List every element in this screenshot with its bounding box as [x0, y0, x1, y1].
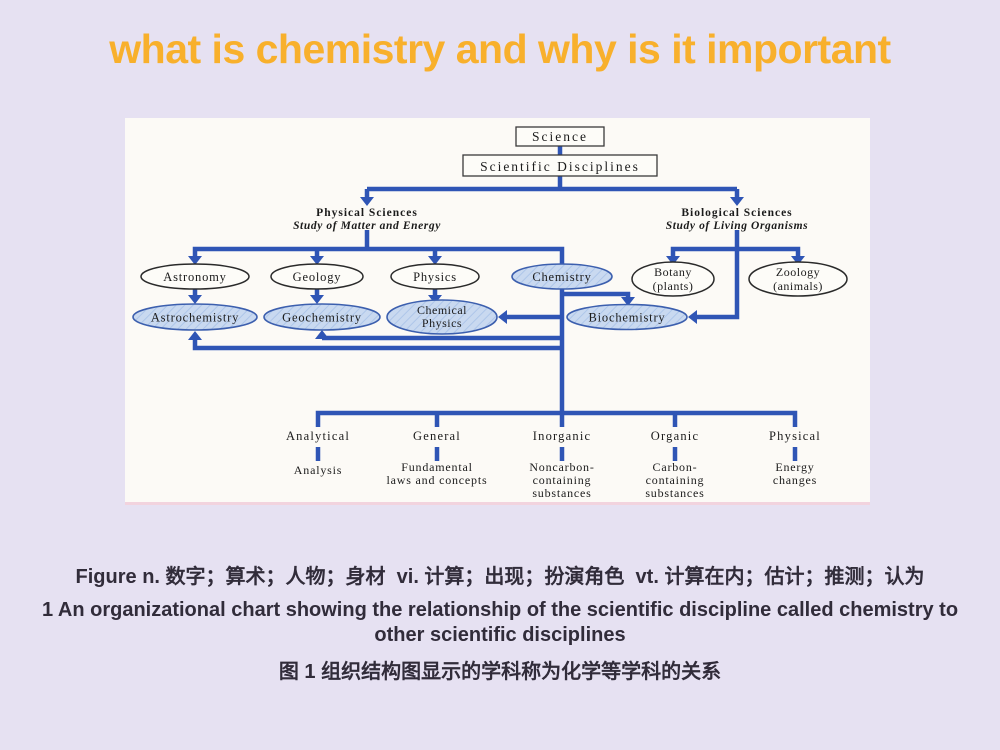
- chemistry-label: Chemistry: [532, 270, 591, 284]
- figure-caption-definition: Figure n. 数字；算术；人物；身材 vi. 计算；出现；扮演角色 vt.…: [75, 566, 925, 588]
- figure-caption-chinese: 图 1 组织结构图显示的学科称为化学等学科的关系: [278, 661, 722, 683]
- geology-label: Geology: [293, 270, 342, 284]
- figure-caption: Figure n. 数字；算术；人物；身材 vi. 计算；出现；扮演角色 vt.…: [0, 560, 1000, 684]
- science-label: Science: [532, 129, 588, 144]
- botany-label-line1: Botany: [654, 265, 692, 279]
- zoology-label-line1: Zoology: [776, 265, 820, 279]
- biological-sciences-header: Biological Sciences Study of Living Orga…: [666, 207, 808, 232]
- inorganic-label: Inorganic: [533, 429, 591, 443]
- botany-label-line2: (plants): [653, 279, 694, 293]
- branch-inorganic: Inorganic Noncarbon- containing substanc…: [529, 429, 594, 499]
- inorganic-desc-3: substances: [532, 486, 591, 499]
- science-box: [515, 126, 605, 147]
- organic-desc-3: substances: [645, 486, 704, 499]
- zoology-label-line2: (animals): [773, 279, 823, 293]
- physics-node: Physics: [390, 263, 480, 290]
- inorganic-desc-1: Noncarbon-: [529, 460, 594, 474]
- general-desc-2: laws and concepts: [387, 473, 488, 487]
- organic-desc-2: containing: [646, 473, 705, 487]
- branch-physical: Physical Energy changes: [769, 429, 821, 487]
- org-chart-figure: Science Scientific Disciplines Physical …: [125, 118, 870, 505]
- physical-sciences-subtitle: Study of Matter and Energy: [293, 220, 441, 232]
- biochemistry-node: Biochemistry: [566, 303, 688, 331]
- chemical-physics-label-line1: Chemical: [417, 303, 467, 317]
- astronomy-label: Astronomy: [163, 270, 226, 284]
- chemistry-node: Chemistry: [511, 263, 613, 290]
- organic-label: Organic: [651, 429, 699, 443]
- geology-node: Geology: [270, 263, 364, 290]
- analytical-desc-1: Analysis: [294, 463, 342, 477]
- chemical-physics-label-line2: Physics: [422, 316, 462, 330]
- organic-desc-1: Carbon-: [653, 460, 698, 474]
- scientific-disciplines-box: [462, 154, 658, 177]
- biological-sciences-label: Biological Sciences: [681, 207, 792, 219]
- inorganic-desc-2: containing: [533, 473, 592, 487]
- physics-label: Physics: [413, 270, 457, 284]
- geochemistry-node: Geochemistry: [263, 303, 381, 331]
- physical-desc-2: changes: [773, 473, 817, 487]
- slide-title: what is chemistry and why is it importan…: [109, 26, 891, 72]
- biochemistry-label: Biochemistry: [589, 311, 666, 325]
- biological-sciences-subtitle: Study of Living Organisms: [666, 220, 808, 232]
- zoology-node: Zoology (animals): [748, 261, 848, 297]
- figure-caption-english: 1 An organizational chart showing the re…: [41, 599, 959, 646]
- physical-desc-1: Energy: [775, 460, 814, 474]
- geochemistry-label: Geochemistry: [282, 311, 362, 325]
- astrochemistry-node: Astrochemistry: [132, 303, 258, 331]
- physical-sciences-header: Physical Sciences Study of Matter and En…: [293, 207, 441, 232]
- general-label: General: [413, 429, 461, 443]
- botany-node: Botany (plants): [631, 261, 715, 297]
- astrochemistry-label: Astrochemistry: [151, 311, 239, 325]
- branch-organic: Organic Carbon- containing substances: [645, 429, 704, 499]
- general-desc-1: Fundamental: [401, 460, 472, 474]
- analytical-label: Analytical: [286, 429, 350, 443]
- physical-label: Physical: [769, 429, 821, 443]
- astronomy-node: Astronomy: [140, 263, 250, 290]
- chemical-physics-node: Chemical Physics: [386, 299, 498, 335]
- connector-lines: [192, 145, 801, 461]
- branch-analytical: Analytical Analysis: [286, 429, 350, 477]
- scientific-disciplines-label: Scientific Disciplines: [480, 159, 640, 174]
- physical-sciences-label: Physical Sciences: [316, 207, 418, 219]
- org-chart-svg: Science Scientific Disciplines Physical …: [132, 126, 848, 499]
- arrowheads: [188, 197, 805, 340]
- branch-general: General Fundamental laws and concepts: [387, 429, 488, 487]
